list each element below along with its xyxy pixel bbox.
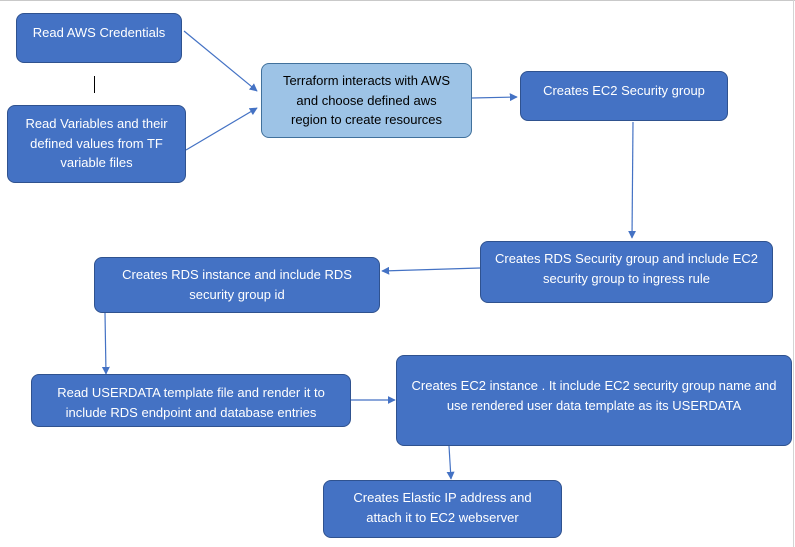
node-read-aws-credentials-label: Read AWS Credentials: [32, 25, 166, 40]
arrow-terraform-to-ec2-sg: [471, 93, 518, 102]
node-creates-ec2-security-group: Creates EC2 Security group: [520, 71, 728, 121]
arrow-rds-instance-to-userdata: [101, 312, 110, 375]
arrow-variables-to-terraform: [185, 107, 258, 151]
node-creates-rds-security-group: Creates RDS Security group and include E…: [480, 241, 773, 303]
node-creates-elastic-ip: Creates Elastic IP address and attach it…: [323, 480, 562, 538]
node-creates-rds-instance-label: Creates RDS instance and include RDS sec…: [122, 267, 352, 302]
node-creates-rds-instance: Creates RDS instance and include RDS sec…: [94, 257, 380, 313]
arrow-ec2-instance-to-elastic-ip: [446, 445, 455, 480]
node-creates-ec2-security-group-label: Creates EC2 Security group: [543, 83, 705, 98]
right-border-line: [793, 0, 794, 547]
node-creates-ec2-instance-label: Creates EC2 instance . It include EC2 se…: [411, 378, 777, 413]
node-creates-elastic-ip-label: Creates Elastic IP address and attach it…: [353, 490, 532, 525]
node-read-aws-credentials: Read AWS Credentials: [16, 13, 182, 63]
node-read-variables: Read Variables and their defined values …: [7, 105, 186, 183]
node-terraform-interacts-with-aws-label: Terraform interacts with AWS and choose …: [282, 73, 451, 127]
text-cursor: [94, 76, 95, 93]
node-creates-rds-security-group-label: Creates RDS Security group and include E…: [494, 251, 759, 286]
arrow-rds-sg-to-rds-instance: [381, 266, 481, 275]
arrow-ec2-sg-to-rds-sg: [628, 121, 637, 239]
node-read-variables-label: Read Variables and their defined values …: [25, 116, 168, 170]
arrow-credentials-to-terraform: [183, 30, 258, 92]
node-terraform-interacts-with-aws: Terraform interacts with AWS and choose …: [261, 63, 472, 138]
top-border-line: [0, 0, 795, 1]
node-read-userdata-template-label: Read USERDATA template file and render i…: [57, 385, 325, 420]
node-creates-ec2-instance: Creates EC2 instance . It include EC2 se…: [396, 355, 792, 446]
node-read-userdata-template: Read USERDATA template file and render i…: [31, 374, 351, 427]
